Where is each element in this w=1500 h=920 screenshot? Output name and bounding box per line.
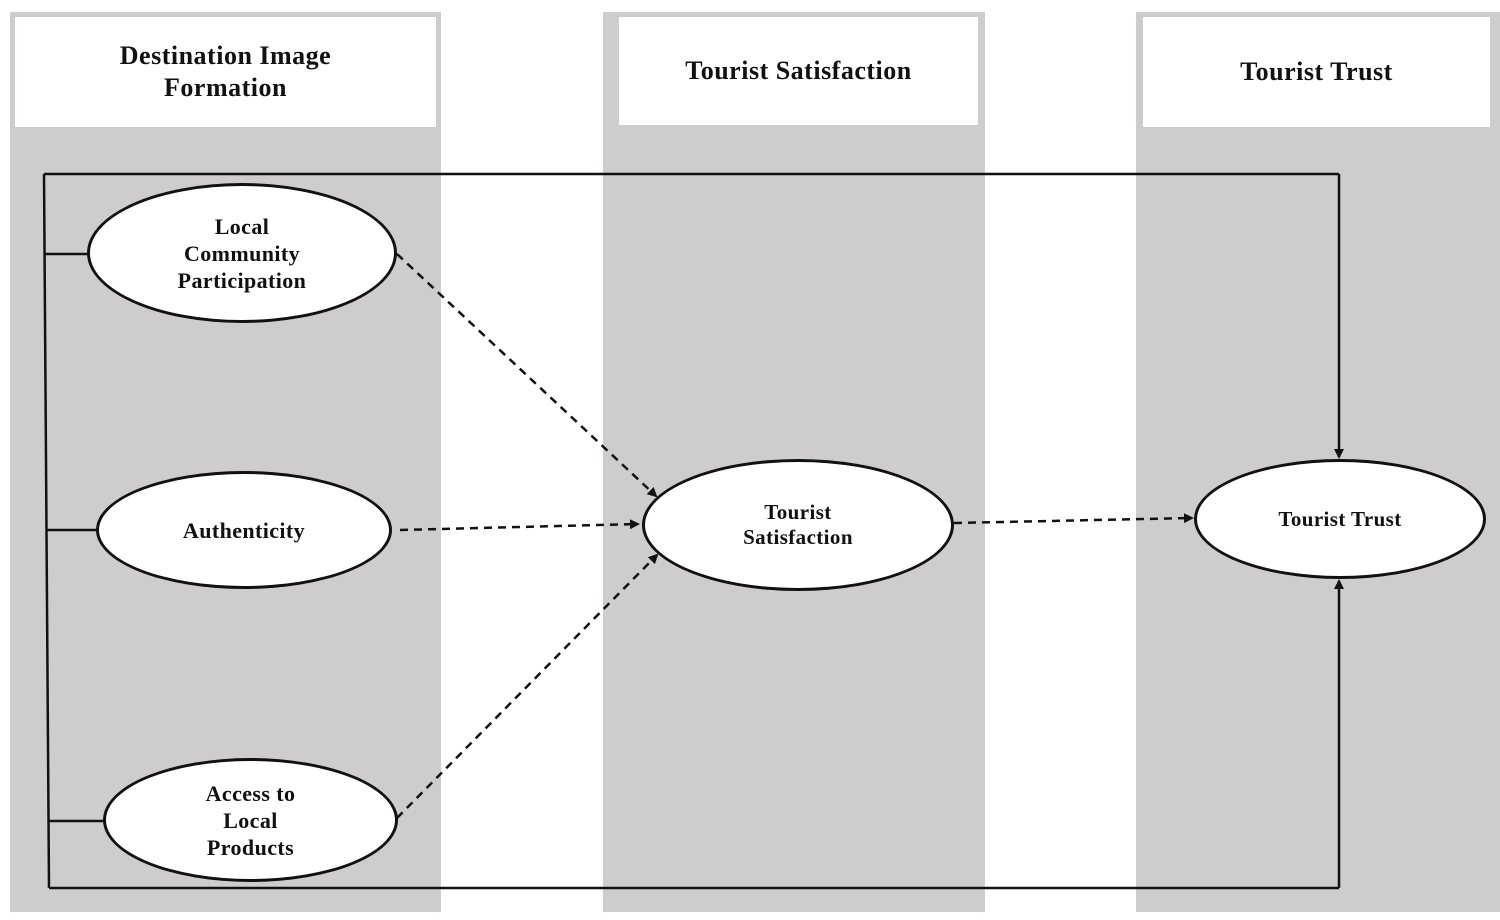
header-tourist-satisfaction: Tourist Satisfaction	[619, 17, 978, 125]
arrow-lcp-to-satisfaction	[396, 253, 658, 498]
arrow-authenticity-to-satisfaction	[399, 519, 640, 532]
arrow-alp-to-satisfaction	[396, 553, 659, 819]
header-tourist-satisfaction-label: Tourist Satisfaction	[685, 56, 912, 85]
node-tourist-trust-label: Tourist Trust	[1278, 506, 1402, 531]
bracket-vertical-line	[42, 173, 51, 889]
arrow-satisfaction-to-trust	[953, 513, 1194, 525]
header-destination-image-formation-label: Destination Image Formation	[119, 41, 332, 102]
node-access-to-local-products: Access to Local Products	[103, 758, 398, 882]
node-tourist-satisfaction: Tourist Satisfaction	[642, 459, 954, 591]
node-tourist-satisfaction-label: Tourist Satisfaction	[743, 500, 853, 549]
node-authenticity: Authenticity	[96, 471, 392, 589]
header-destination-image-formation: Destination Image Formation	[15, 17, 436, 127]
node-access-to-local-products-label: Access to Local Products	[205, 780, 296, 860]
header-tourist-trust-label: Tourist Trust	[1240, 57, 1393, 86]
node-local-community-participation: Local Community Participation	[87, 183, 397, 323]
node-authenticity-label: Authenticity	[182, 517, 306, 543]
node-local-community-participation-label: Local Community Participation	[177, 213, 307, 293]
node-tourist-trust: Tourist Trust	[1194, 459, 1486, 579]
header-tourist-trust: Tourist Trust	[1143, 17, 1490, 127]
